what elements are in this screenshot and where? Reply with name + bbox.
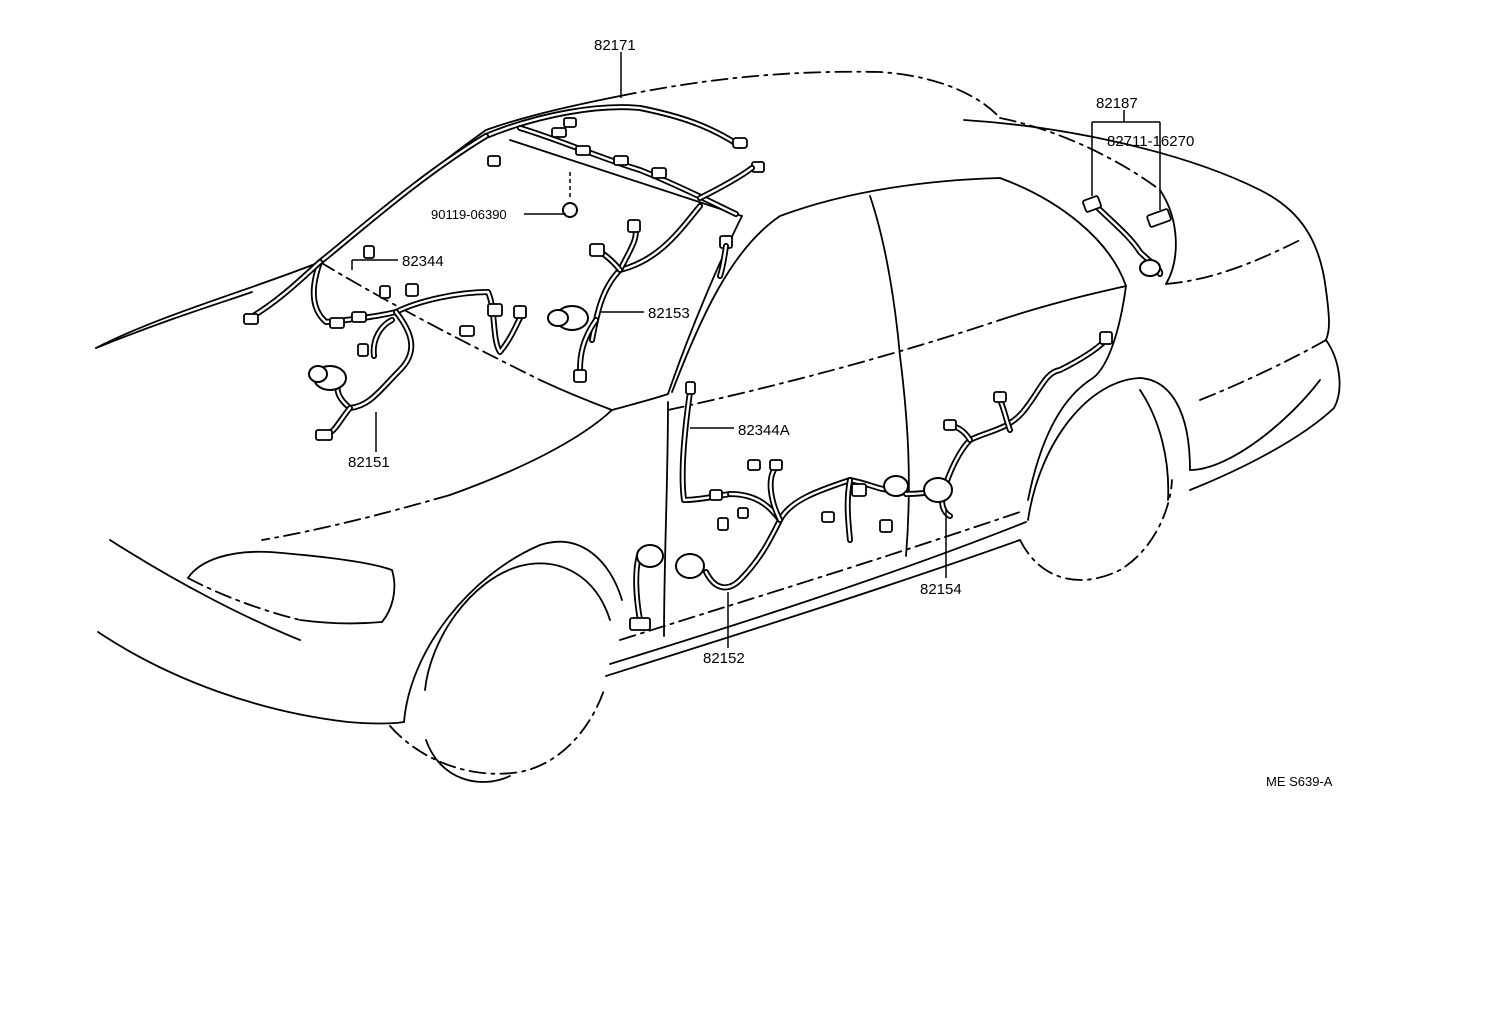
car-body-outline (95, 70, 1341, 783)
pillar-harness-82344a (679, 381, 733, 503)
label-82344: 82344 (402, 253, 444, 270)
label-82153: 82153 (648, 305, 690, 322)
part-labels: 82171 82187 82711-16270 90119-06390 8234… (348, 37, 1333, 789)
label-82154: 82154 (920, 581, 962, 598)
figure-id: ME S639-A (1266, 774, 1333, 789)
label-82151: 82151 (348, 454, 390, 471)
label-82152: 82152 (703, 650, 745, 667)
label-82171: 82171 (594, 37, 636, 54)
front-harness-82151 (243, 245, 527, 441)
roof-harness-82171 (317, 104, 765, 265)
label-90119-06390: 90119-06390 (431, 207, 507, 222)
leader-lines (351, 52, 1161, 648)
rear-harness-82154 (903, 331, 1113, 519)
cowl-harness-82153 (547, 203, 733, 383)
label-82711-16270: 82711-16270 (1107, 133, 1194, 150)
floor-harness-82152 (629, 459, 909, 631)
label-82344a: 82344A (738, 422, 790, 439)
trunk-harness-82187 (1082, 195, 1172, 277)
label-82187: 82187 (1096, 95, 1138, 112)
